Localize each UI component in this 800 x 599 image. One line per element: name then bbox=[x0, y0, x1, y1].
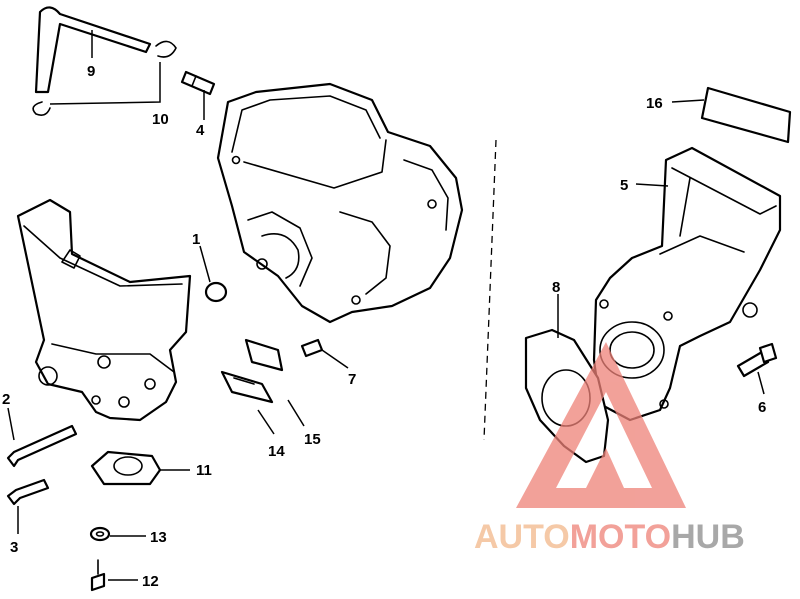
part-short-bolt bbox=[6, 478, 50, 506]
callout-8: 8 bbox=[552, 279, 560, 296]
part-reed-valve bbox=[220, 338, 284, 404]
part-hose bbox=[34, 6, 152, 94]
watermark-logo: AUTOMOTOHUB bbox=[474, 342, 745, 556]
part-exhaust-housing bbox=[592, 146, 782, 422]
part-small-screw bbox=[300, 338, 324, 358]
alignment-line bbox=[483, 139, 497, 441]
callout-11: 11 bbox=[196, 462, 212, 479]
callout-12: 12 bbox=[142, 573, 159, 590]
part-pin bbox=[180, 70, 216, 96]
part-clips bbox=[32, 40, 177, 116]
part-crankcase-upper-half bbox=[216, 82, 464, 324]
watermark-moto: MOTO bbox=[570, 518, 671, 556]
callout-13: 13 bbox=[150, 529, 167, 546]
watermark-hub: HUB bbox=[671, 518, 745, 556]
watermark-auto: AUTO bbox=[474, 518, 570, 556]
part-screw bbox=[90, 559, 106, 592]
watermark-text: AUTOMOTOHUB bbox=[474, 518, 745, 556]
part-cover-gasket bbox=[700, 86, 792, 144]
watermark-triangle bbox=[516, 342, 686, 508]
callout-9: 9 bbox=[87, 63, 95, 80]
part-long-bolt bbox=[6, 424, 78, 468]
callout-1: 1 bbox=[192, 231, 200, 248]
part-bushing bbox=[204, 281, 228, 303]
part-crankcase-lower-half bbox=[16, 198, 192, 422]
part-flange bbox=[90, 450, 162, 486]
callout-3: 3 bbox=[10, 539, 18, 556]
callout-6: 6 bbox=[758, 399, 766, 416]
watermark-triangle-inner bbox=[586, 448, 624, 488]
callout-10: 10 bbox=[152, 111, 169, 128]
leader-lines bbox=[7, 30, 765, 581]
callout-5: 5 bbox=[620, 177, 628, 194]
callout-4: 4 bbox=[196, 122, 205, 139]
callout-15: 15 bbox=[304, 431, 321, 448]
part-bolt-right bbox=[736, 342, 778, 378]
callout-14: 14 bbox=[268, 443, 285, 460]
callout-7: 7 bbox=[348, 371, 356, 388]
callout-2: 2 bbox=[2, 391, 10, 408]
callout-16: 16 bbox=[646, 95, 663, 112]
callout-labels: 9 10 4 1 2 3 11 13 12 7 14 15 8 5 16 6 bbox=[2, 63, 766, 590]
part-washer bbox=[89, 526, 111, 542]
